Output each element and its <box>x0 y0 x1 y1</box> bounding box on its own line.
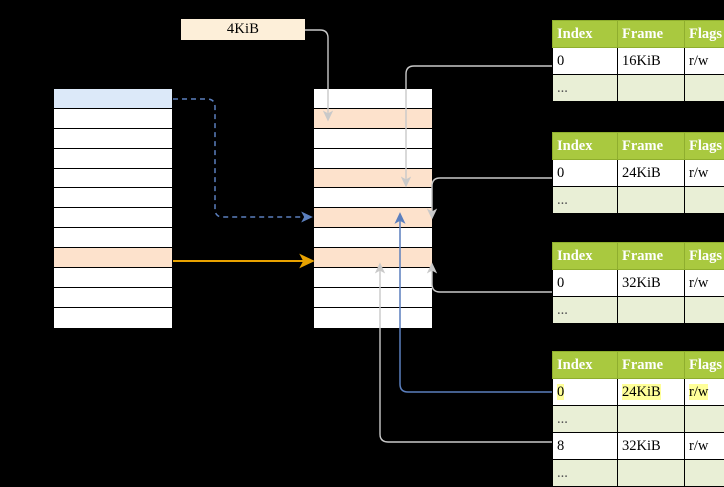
table-cell: 24KiB <box>618 379 685 406</box>
memory-row <box>314 308 432 328</box>
memory-row <box>314 268 432 288</box>
table-cell: ... <box>553 75 618 102</box>
virtual-address-space-column <box>53 88 173 330</box>
table-cell <box>685 460 724 487</box>
table-cell: 8 <box>553 433 618 460</box>
table-cell: 0 <box>553 48 618 75</box>
memory-row <box>54 208 172 228</box>
table-row[interactable]: ... <box>553 187 724 214</box>
memory-row <box>54 308 172 328</box>
memory-row <box>314 109 432 129</box>
memory-row <box>54 89 172 109</box>
table-cell: 0 <box>553 270 618 297</box>
table-cell: r/w <box>685 379 724 406</box>
table-cell: ... <box>553 187 618 214</box>
table-cell <box>618 406 685 433</box>
table-cell: ... <box>553 406 618 433</box>
memory-row <box>54 248 172 268</box>
column-header-frame: Frame <box>618 352 685 379</box>
memory-row <box>314 188 432 208</box>
size-label-4kib: 4KiB <box>181 19 305 40</box>
table-row[interactable]: ... <box>553 297 724 324</box>
column-header-frame: Frame <box>618 133 685 160</box>
table-cell <box>618 460 685 487</box>
memory-row <box>54 268 172 288</box>
memory-row <box>314 208 432 228</box>
table-cell <box>685 75 724 102</box>
column-header-flags: Flags <box>685 133 724 160</box>
column-header-index: Index <box>553 21 618 48</box>
table-row[interactable]: ... <box>553 460 724 487</box>
column-header-flags: Flags <box>685 21 724 48</box>
column-header-index: Index <box>553 243 618 270</box>
table-cell: 24KiB <box>618 160 685 187</box>
table-cell <box>618 297 685 324</box>
memory-row <box>54 169 172 189</box>
table-cell <box>685 187 724 214</box>
memory-row <box>54 129 172 149</box>
column-header-frame: Frame <box>618 243 685 270</box>
column-header-flags: Flags <box>685 243 724 270</box>
memory-row <box>54 288 172 308</box>
physical-memory-column <box>313 88 433 330</box>
table-row[interactable]: ... <box>553 406 724 433</box>
table-cell: 0 <box>553 379 618 406</box>
memory-row <box>54 109 172 129</box>
table-cell <box>618 187 685 214</box>
memory-row <box>54 228 172 248</box>
column-header-index: Index <box>553 133 618 160</box>
table-cell: r/w <box>685 48 724 75</box>
memory-row <box>314 169 432 189</box>
table-row[interactable]: ... <box>553 75 724 102</box>
memory-row <box>314 228 432 248</box>
column-header-index: Index <box>553 352 618 379</box>
table-cell <box>685 297 724 324</box>
table-cell <box>685 406 724 433</box>
table-cell: r/w <box>685 270 724 297</box>
memory-row <box>314 288 432 308</box>
memory-row <box>314 149 432 169</box>
table-cell <box>618 75 685 102</box>
table-cell: ... <box>553 297 618 324</box>
table-cell: r/w <box>685 160 724 187</box>
column-header-flags: Flags <box>685 352 724 379</box>
table-cell: r/w <box>685 433 724 460</box>
table-cell: 32KiB <box>618 433 685 460</box>
memory-row <box>54 188 172 208</box>
table-cell: 0 <box>553 160 618 187</box>
table-cell: 16KiB <box>618 48 685 75</box>
memory-row <box>314 248 432 268</box>
column-header-frame: Frame <box>618 21 685 48</box>
memory-row <box>314 89 432 109</box>
memory-row <box>54 149 172 169</box>
memory-row <box>314 129 432 149</box>
table-cell: ... <box>553 460 618 487</box>
table-cell: 32KiB <box>618 270 685 297</box>
